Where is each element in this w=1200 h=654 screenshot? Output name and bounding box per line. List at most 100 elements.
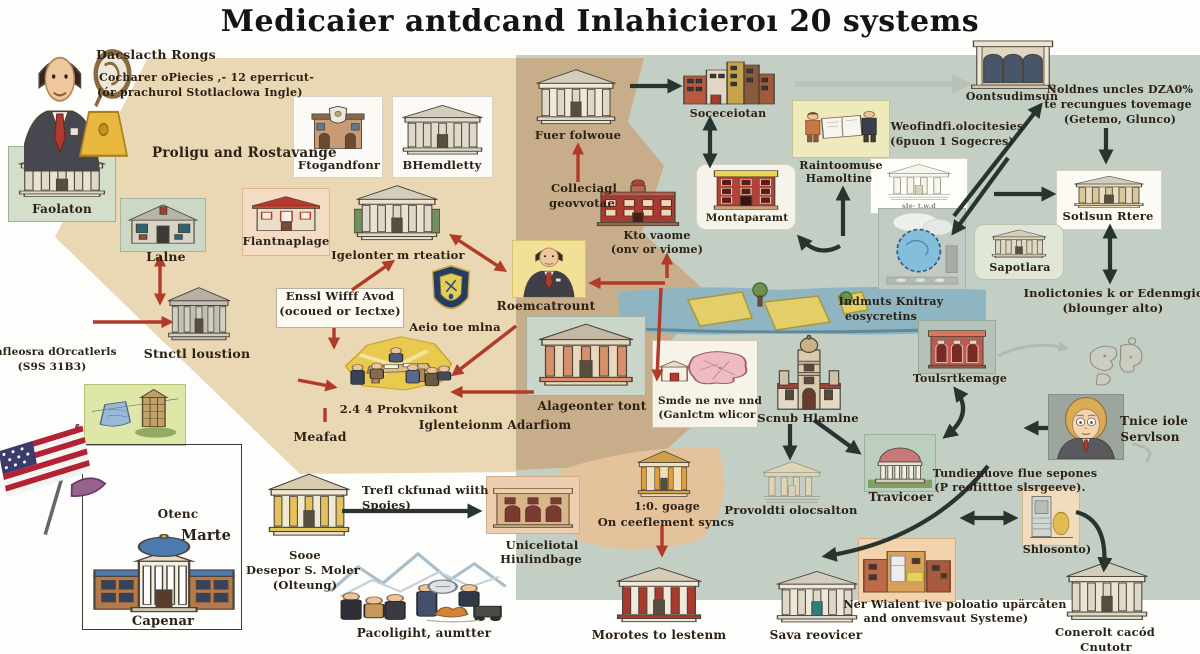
oontsudimsun-building-icon	[970, 34, 1056, 92]
label-44: (blounger alto)	[1062, 301, 1164, 315]
label-40: (Getemo, Glunco)	[1063, 113, 1177, 126]
page-title: Medicaier antdcand Inlahicierоı 20 syste…	[220, 4, 980, 39]
label-2: (ór prachurol Stotlaclowa Ingle)	[97, 86, 303, 99]
label-69: Uniceliotal	[505, 538, 579, 552]
smde-map-icon	[658, 344, 752, 394]
label-52: Tundienuove flue sepones	[932, 467, 1098, 480]
label-7: BHemdletty	[402, 158, 482, 172]
label-27: Colleciagl	[550, 181, 618, 195]
prokvnikont-scene-icon	[336, 334, 456, 404]
label-48: Scnub Hlamlne	[757, 411, 859, 425]
label-53: (P reofitttoe slsrgeeve).	[934, 481, 1086, 494]
label-46: eosycretins	[844, 310, 918, 323]
label-42: Sapotlara	[989, 261, 1051, 274]
grey-map-icon	[1076, 336, 1148, 398]
label-51: Servlson	[1120, 430, 1180, 444]
travicoer-building-icon	[868, 436, 932, 488]
portrait-person-icon	[1052, 395, 1120, 459]
label-8: Flantnaplage	[242, 234, 330, 248]
stamp-sign-icon	[982, 400, 1028, 462]
label-65: Desepor S. Moler	[245, 563, 361, 577]
label-33: Raintoomuse	[799, 159, 883, 172]
label-28: geovvotae	[549, 196, 615, 210]
label-57: Morotes to lestenm	[591, 628, 727, 642]
label-34: Hamoltine	[805, 172, 873, 185]
label-20: 2.4 4 Prokvnikont	[339, 402, 459, 416]
label-36: (6puon 1 Sogecres)	[890, 135, 1014, 148]
bilemdlety-building-icon	[400, 102, 485, 158]
label-17: Otenc	[157, 507, 199, 521]
label-23: Alageonter tont	[537, 399, 647, 413]
label-13: Roemcatrount	[496, 299, 596, 313]
label-67: Trefl ckfunad wiith	[362, 483, 489, 497]
label-63: Cnutotr	[1080, 640, 1132, 654]
uniceliotal-building-icon	[492, 479, 574, 531]
sotlsun-building-icon	[1072, 174, 1146, 210]
toulsrt-building-icon	[926, 323, 988, 371]
label-4: Faolaton	[32, 202, 92, 216]
label-72: sle· t.w.d	[902, 202, 936, 210]
label-12: Aeio toe mlna	[409, 320, 501, 334]
label-35: Weofindfi.olocitesies	[890, 120, 1024, 133]
label-56: On ceeflement syncs	[597, 515, 735, 529]
provoldti-building-icon	[758, 458, 826, 506]
morotes-building-icon	[614, 564, 704, 626]
label-26: Fuer folwoue	[534, 128, 622, 142]
label-11: (ocoued or Iectxe)	[279, 304, 401, 318]
label-47: Toulsrtkemage	[912, 372, 1008, 385]
label-39: te recungues tovemage	[1044, 98, 1192, 111]
sava-building-icon	[774, 568, 860, 626]
label-24: Smde ne nve nnd	[657, 395, 763, 407]
pacoligiht-scene-icon	[330, 544, 506, 626]
grey-sketch-building-icon	[882, 161, 956, 203]
goage-building-icon	[636, 448, 692, 500]
label-60: and onvemsvaut Systeme)	[863, 612, 1029, 625]
label-58: Sava reovicer	[769, 628, 863, 642]
sooe-building-icon	[266, 470, 352, 540]
label-55: 1:0. goage	[634, 500, 700, 513]
fuer-building-icon	[534, 66, 618, 128]
us-flag-icon	[0, 424, 118, 536]
label-9: Igelonter m rteatior	[331, 248, 465, 262]
label-19: Capenar	[131, 614, 195, 629]
label-41: Sotlsun Rtere	[1062, 209, 1154, 223]
sapotlara-building-icon	[990, 228, 1048, 260]
label-45: Indmuts Knitray	[838, 295, 944, 308]
label-50: Tnice iole	[1119, 414, 1189, 428]
flantnaplage-building-icon	[248, 192, 324, 238]
nerw-buildings-icon	[862, 541, 952, 599]
label-49: Travicoer	[868, 490, 934, 504]
stnctl-building-icon	[166, 284, 232, 344]
label-22: Iglenteionm Adarfiom	[418, 418, 572, 432]
raintoomuse-people-icon	[797, 103, 885, 155]
label-71: Pacoligiht, aumtter	[356, 626, 492, 640]
label-10: Enssl Wifff Avod	[285, 289, 395, 303]
label-14: Stnctl loustion	[143, 346, 251, 361]
label-25: (Ganlctm wlicor	[658, 409, 756, 421]
roemcatrount-person-icon	[516, 240, 582, 298]
soceceiotan-buildings-icon	[682, 58, 776, 108]
label-64: Sooe	[289, 548, 321, 562]
label-29: Kto vaome	[623, 229, 691, 242]
montaparamt-building-icon	[710, 168, 782, 212]
label-38: Noldnes uncles DZA0%	[1046, 83, 1194, 96]
label-21: Meafad	[293, 429, 347, 444]
igelonter-building-icon	[354, 182, 440, 244]
shloso-machine-icon	[1026, 490, 1076, 544]
lnfleosra-building-icon	[10, 286, 94, 344]
capenar-building-icon	[90, 534, 238, 614]
label-0: Dacslacth Rongs	[96, 47, 216, 62]
blue-blob-icon	[882, 210, 962, 288]
conerolt-building-icon	[1064, 558, 1150, 624]
alageonter-building-icon	[536, 320, 636, 390]
label-5: Lalne	[146, 249, 186, 264]
lalne-building-icon	[126, 201, 200, 249]
label-66: (Olteung)	[272, 578, 338, 592]
label-61: Shlosonto)	[1022, 543, 1092, 556]
label-62: Conerolt cacód	[1055, 625, 1155, 639]
label-15: Lnfleosra dOrcatlerls	[0, 346, 117, 358]
label-31: Soceceiotan	[689, 107, 767, 120]
label-6: Ftogandfonr	[297, 158, 381, 172]
aeio-crest-icon	[428, 264, 474, 322]
